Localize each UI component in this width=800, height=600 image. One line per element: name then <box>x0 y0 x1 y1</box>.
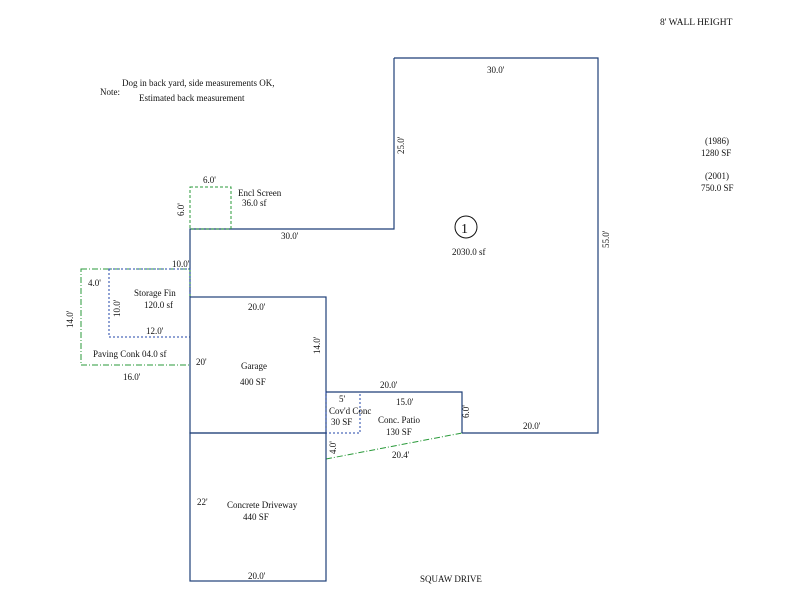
storage-side-dim: 10.0' <box>112 299 122 317</box>
area-number-circle <box>454 215 478 239</box>
main-top-dim: 30.0' <box>487 65 505 75</box>
main-upper-left-dim: 25.0' <box>396 136 406 154</box>
main-area-outline <box>394 57 599 434</box>
street-name: SQUAW DRIVE <box>420 574 482 584</box>
storage-bottom-dim: 12.0' <box>146 326 164 336</box>
note-label: Note: <box>100 87 120 97</box>
encl-screen-label: Encl Screen <box>238 188 282 198</box>
garage-right-dim: 14.0' <box>312 336 322 354</box>
covd-conc-top-dim: 5' <box>339 394 346 404</box>
patio-bottom-line <box>325 432 463 460</box>
garage-top-dim: 20.0' <box>248 302 266 312</box>
garage-left-dim: 20' <box>196 357 207 367</box>
covd-conc-side-dim: 4.0' <box>328 441 338 454</box>
encl-screen-width: 6.0' <box>203 175 216 185</box>
paving-side-dim: 14.0' <box>65 310 75 328</box>
covd-conc-area: 30 SF <box>331 417 352 427</box>
paving-label: Paving Conk <box>93 349 140 359</box>
patio-top-dim: 20.0' <box>380 380 398 390</box>
main-bottom-right-dim: 20.0' <box>523 421 541 431</box>
history-area-1: 1280 SF <box>701 148 731 158</box>
history-area-2: 750.0 SF <box>701 183 734 193</box>
storage-corner-dim: 4.0' <box>88 278 101 288</box>
paving-area: 04.0 sf <box>142 349 167 359</box>
patio-outline <box>326 391 463 433</box>
patio-area: 130 SF <box>386 427 412 437</box>
garage-area: 400 SF <box>240 377 266 387</box>
note-line-1: Dog in back yard, side measurements OK, <box>122 78 274 88</box>
main-mid-dim: 30.0' <box>281 231 299 241</box>
driveway-area: 440 SF <box>243 512 269 522</box>
storage-area: 120.0 sf <box>144 300 173 310</box>
storage-top-dim: 10.0' <box>172 259 190 269</box>
wall-height-label: 8' WALL HEIGHT <box>660 18 733 28</box>
driveway-bottom-dim: 20.0' <box>248 571 266 581</box>
garage-label: Garage <box>241 361 267 371</box>
covd-conc-label: Cov'd Conc <box>329 406 371 416</box>
main-area-size: 2030.0 sf <box>452 247 486 257</box>
note-line-2: Estimated back measurement <box>139 93 245 103</box>
history-year-1: (1986) <box>705 136 729 146</box>
driveway-label: Concrete Driveway <box>227 500 298 510</box>
patio-inner-dim: 15.0' <box>396 397 414 407</box>
history-year-2: (2001) <box>705 171 729 181</box>
driveway-outline <box>189 432 327 582</box>
patio-bottom-dim: 20.4' <box>392 450 410 460</box>
patio-right-dim: 6.0' <box>461 405 471 418</box>
main-area-outline-left <box>189 58 395 297</box>
encl-screen-height: 6.0' <box>176 203 186 216</box>
encl-screen-outline <box>189 186 232 230</box>
area-number: 1 <box>461 222 468 237</box>
paving-bottom-dim: 16.0' <box>123 372 141 382</box>
main-right-dim: 55.0' <box>601 230 611 248</box>
storage-label: Storage Fin <box>134 288 176 298</box>
driveway-left-dim: 22' <box>197 497 208 507</box>
encl-screen-area: 36.0 sf <box>242 198 267 208</box>
storage-outline <box>108 268 191 338</box>
patio-label: Conc. Patio <box>378 415 420 425</box>
